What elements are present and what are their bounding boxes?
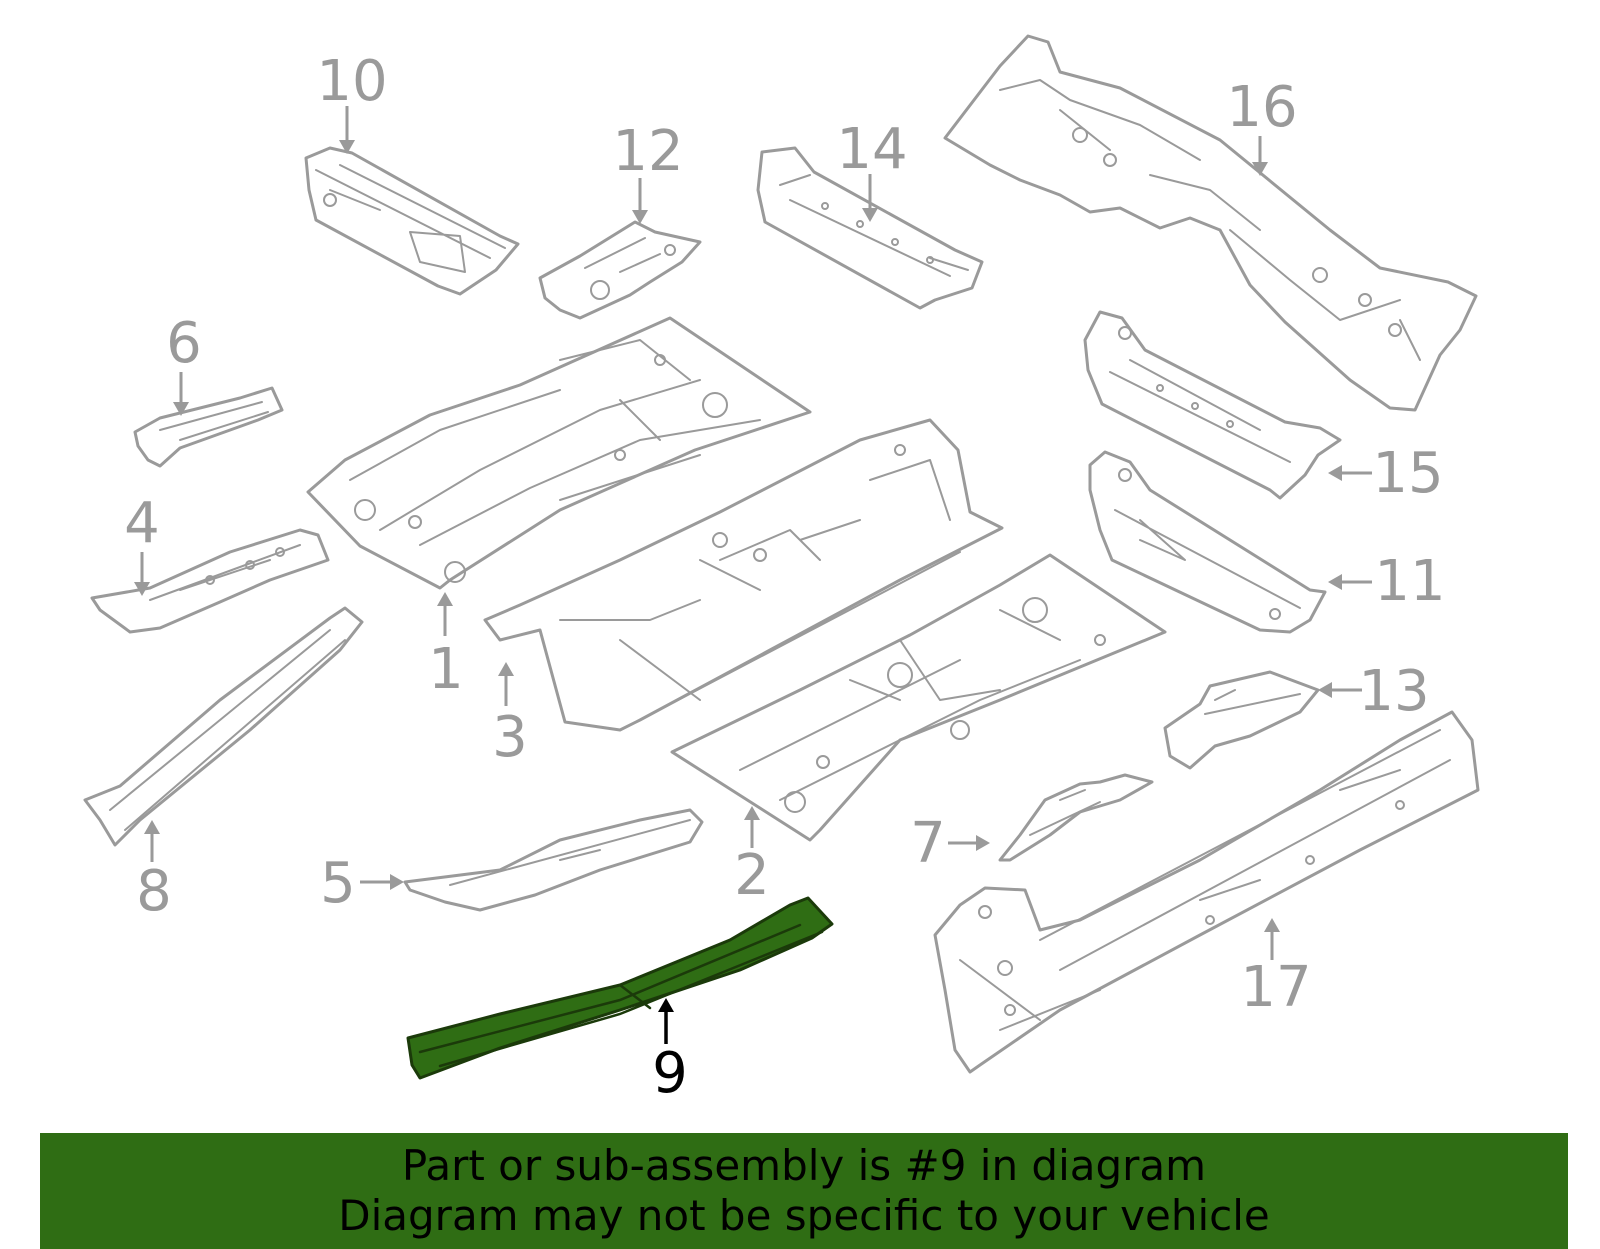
part-17[interactable] <box>933 710 1480 1074</box>
part-14[interactable] <box>756 146 984 310</box>
part-9[interactable] <box>406 896 834 1080</box>
part-8[interactable] <box>83 606 364 847</box>
callout-12[interactable]: 12 <box>612 119 683 184</box>
banner-line-2: Diagram may not be specific to your vehi… <box>338 1191 1270 1240</box>
callout-arrow-9 <box>658 998 674 1044</box>
part-10[interactable] <box>304 146 520 296</box>
info-banner: Part or sub-assembly is #9 in diagram Di… <box>40 1133 1568 1249</box>
callout-6[interactable]: 6 <box>166 311 202 376</box>
callout-16[interactable]: 16 <box>1226 75 1297 140</box>
callout-arrows <box>134 106 1372 960</box>
part-5[interactable] <box>403 808 704 912</box>
callout-9[interactable]: 9 <box>652 1041 688 1106</box>
part-7[interactable] <box>998 773 1154 862</box>
callout-8[interactable]: 8 <box>136 859 172 924</box>
callout-7[interactable]: 7 <box>910 811 946 876</box>
callout-10[interactable]: 10 <box>316 49 387 114</box>
part-13[interactable] <box>1163 670 1320 770</box>
callout-11[interactable]: 11 <box>1374 549 1445 614</box>
part-16[interactable] <box>943 34 1478 412</box>
callout-14[interactable]: 14 <box>836 117 907 182</box>
callout-13[interactable]: 13 <box>1358 659 1429 724</box>
callout-4[interactable]: 4 <box>124 491 160 556</box>
part-2[interactable] <box>670 553 1167 842</box>
callout-2[interactable]: 2 <box>734 843 770 908</box>
part-15[interactable] <box>1083 310 1342 500</box>
part-6[interactable] <box>133 386 284 468</box>
part-4[interactable] <box>90 528 330 634</box>
part-3[interactable] <box>483 418 1004 732</box>
callout-17[interactable]: 17 <box>1240 955 1311 1020</box>
part-1[interactable] <box>306 316 812 590</box>
banner-line-1: Part or sub-assembly is #9 in diagram <box>401 1141 1207 1190</box>
callout-5[interactable]: 5 <box>320 851 356 916</box>
part-11[interactable] <box>1088 450 1327 634</box>
callout-1[interactable]: 1 <box>428 637 464 702</box>
part-12[interactable] <box>538 220 702 320</box>
callout-15[interactable]: 15 <box>1372 441 1443 506</box>
callout-3[interactable]: 3 <box>492 705 528 770</box>
